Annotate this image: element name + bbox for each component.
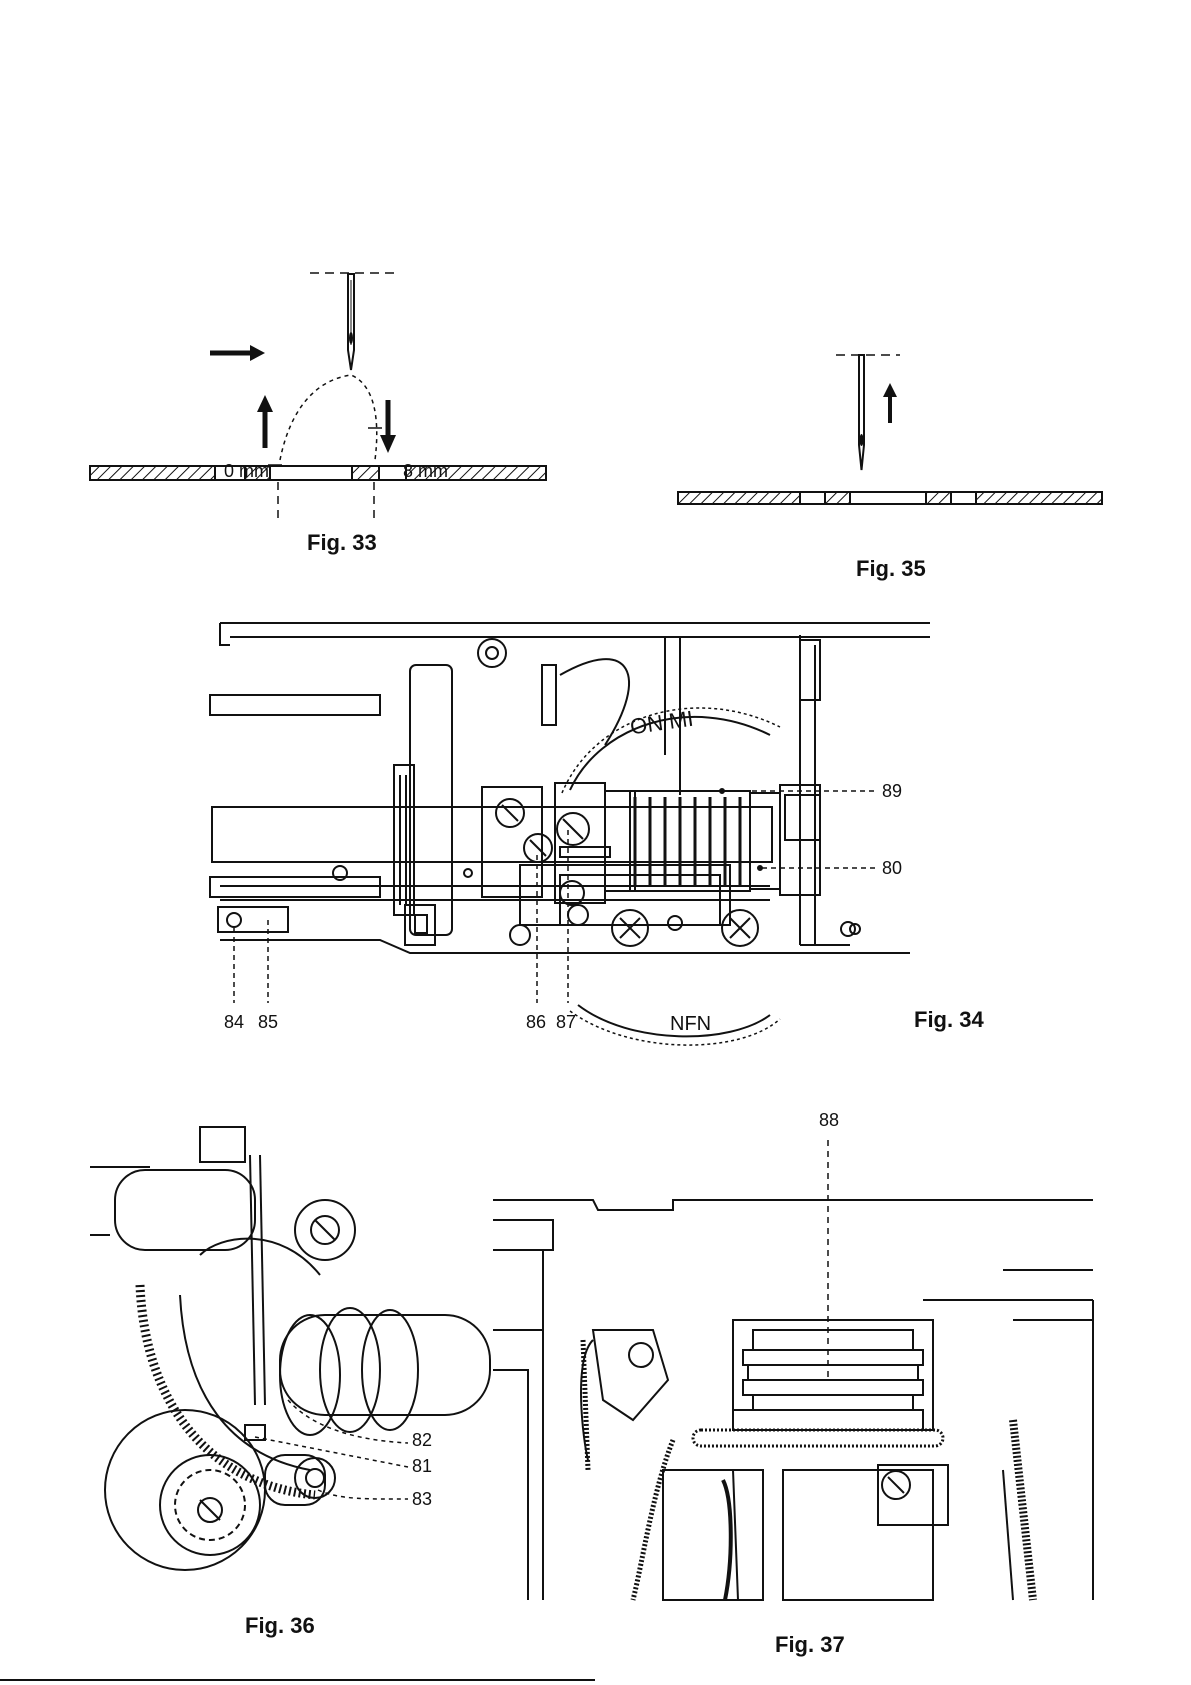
callout-82: 82 xyxy=(412,1430,432,1451)
fig33-caption: Fig. 33 xyxy=(307,530,377,556)
callout-88: 88 xyxy=(819,1110,839,1131)
fig33-label-8mm: 8 mm xyxy=(403,461,448,482)
callout-80: 80 xyxy=(882,858,902,879)
callout-81: 81 xyxy=(412,1456,432,1477)
figure-35: Fig. 35 xyxy=(678,345,1118,590)
needle-icon xyxy=(859,355,864,470)
figure-33: 0 mm 8 mm Fig. 33 xyxy=(90,260,580,560)
callout-84: 84 xyxy=(224,1012,244,1033)
figure-34: ON MI NFN 84 85 86 87 89 80 Fig. 34 xyxy=(210,615,990,1115)
fig36-caption: Fig. 36 xyxy=(245,1613,315,1639)
fig34-drawing xyxy=(210,615,990,1055)
fig36-drawing xyxy=(90,1125,490,1595)
fig33-drawing xyxy=(90,260,580,520)
footer-rule xyxy=(0,1679,595,1681)
fig33-label-0mm: 0 mm xyxy=(224,461,269,482)
callout-89: 89 xyxy=(882,781,902,802)
fig34-dial-bottom-text: NFN xyxy=(670,1013,711,1036)
fig35-caption: Fig. 35 xyxy=(856,556,926,582)
callout-85: 85 xyxy=(258,1012,278,1033)
figure-36: 82 81 83 Fig. 36 xyxy=(90,1125,490,1645)
fig37-caption: Fig. 37 xyxy=(775,1632,845,1658)
fig34-caption: Fig. 34 xyxy=(914,1007,984,1033)
callout-86: 86 xyxy=(526,1012,546,1033)
figure-37: 88 Fig. 37 xyxy=(493,1140,1093,1660)
fig37-drawing xyxy=(493,1140,1093,1610)
callout-87: 87 xyxy=(556,1012,576,1033)
callout-83: 83 xyxy=(412,1489,432,1510)
fig35-drawing xyxy=(678,345,1118,515)
